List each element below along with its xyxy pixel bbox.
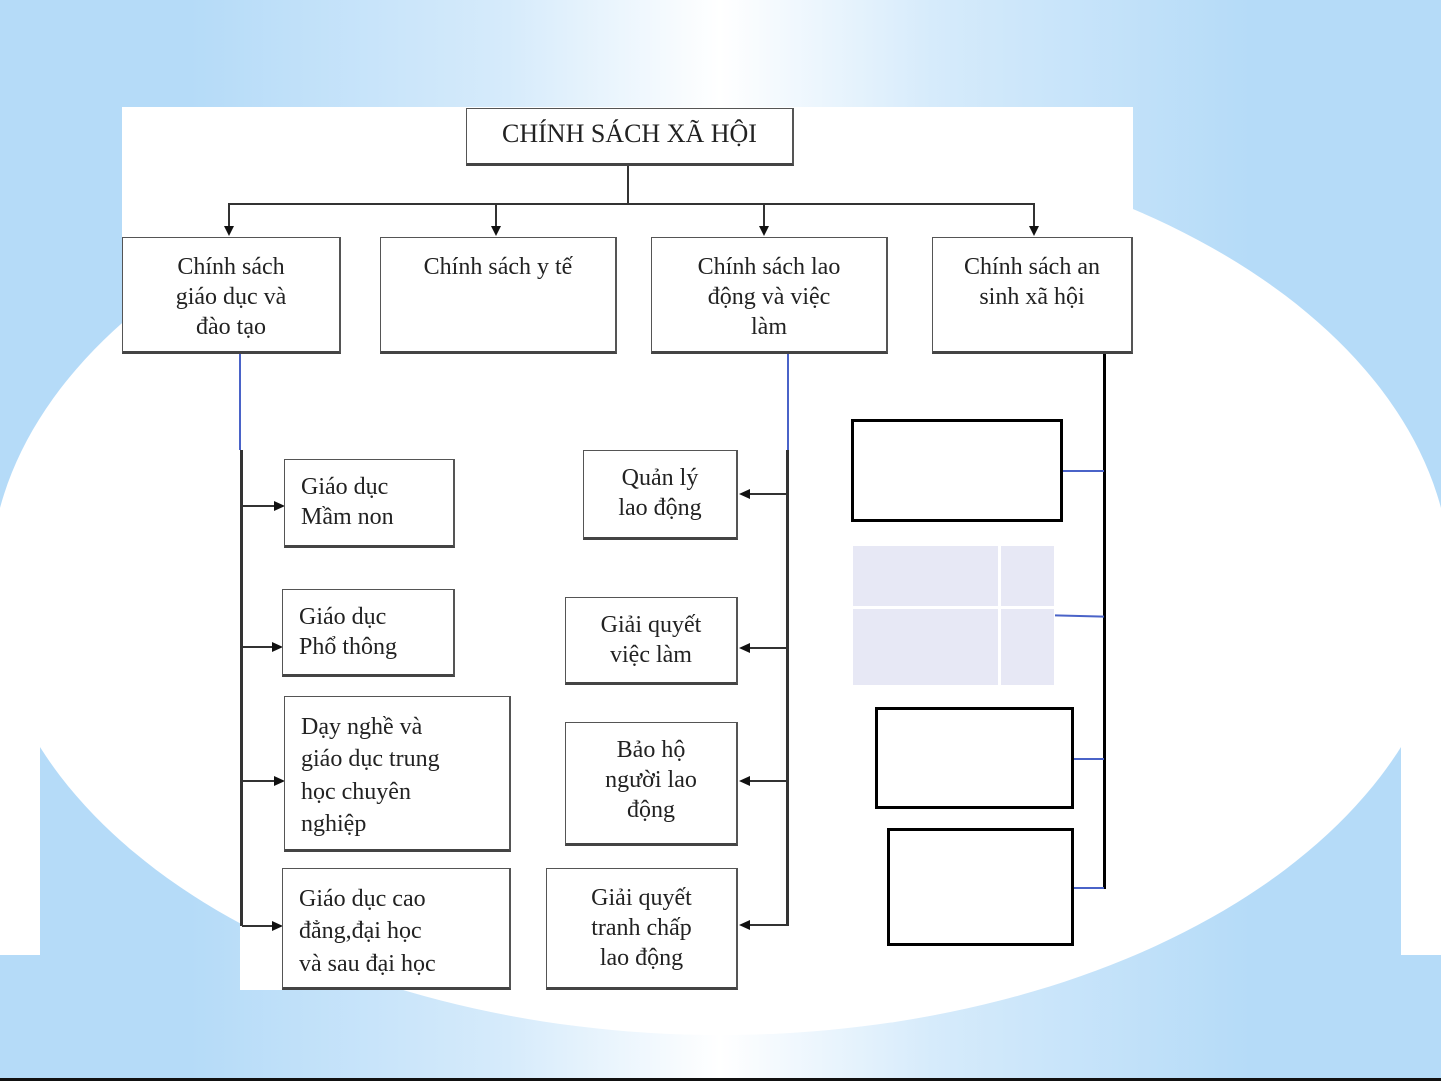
arrow-left-icon bbox=[739, 776, 750, 786]
social-branch-3 bbox=[1073, 758, 1104, 760]
education-item-preschool: Giáo dục Mầm non bbox=[284, 459, 455, 548]
education-branch-1 bbox=[242, 505, 276, 507]
social-bus-vertical bbox=[1103, 354, 1106, 889]
education-item-vocational: Dạy nghề và giáo dục trung học chuyên ng… bbox=[284, 696, 511, 852]
arrow-right-icon bbox=[274, 501, 285, 511]
arrow-left-icon bbox=[739, 920, 750, 930]
category-education: Chính sách giáo dục và đào tạo bbox=[122, 237, 341, 354]
category-social-security: Chính sách an sinh xã hội bbox=[932, 237, 1133, 354]
labor-item-employment: Giải quyết việc làm bbox=[565, 597, 738, 685]
education-branch-4 bbox=[242, 925, 274, 927]
table-cell bbox=[853, 546, 998, 606]
category-labor: Chính sách lao động và việc làm bbox=[651, 237, 888, 354]
connector-cat-4 bbox=[1033, 203, 1035, 227]
slide-bottom-border bbox=[0, 1078, 1441, 1081]
education-connector-blue bbox=[239, 354, 241, 450]
education-item-higher: Giáo dục cao đẳng,đại học và sau đại học bbox=[282, 868, 511, 990]
labor-branch-3 bbox=[750, 780, 787, 782]
arrow-down-icon bbox=[224, 226, 234, 236]
background-band-left bbox=[0, 595, 40, 955]
education-branch-2 bbox=[242, 646, 274, 648]
table-cell bbox=[1001, 546, 1054, 606]
social-item-1-empty bbox=[851, 419, 1063, 522]
social-item-2-table bbox=[853, 546, 1055, 685]
labor-item-management: Quản lý lao động bbox=[583, 450, 738, 540]
arrow-right-icon bbox=[272, 921, 283, 931]
social-branch-4 bbox=[1073, 887, 1104, 889]
category-bus-horizontal bbox=[228, 203, 1035, 205]
arrow-right-icon bbox=[274, 776, 285, 786]
labor-branch-1 bbox=[750, 493, 787, 495]
social-item-3-empty bbox=[875, 707, 1074, 809]
root-node: CHÍNH SÁCH XÃ HỘI bbox=[466, 108, 794, 166]
table-cell bbox=[853, 609, 998, 685]
education-item-general: Giáo dục Phổ thông bbox=[282, 589, 455, 677]
labor-branch-2 bbox=[750, 647, 787, 649]
table-cell bbox=[1001, 609, 1054, 685]
category-health: Chính sách y tế bbox=[380, 237, 617, 354]
connector-cat-1 bbox=[228, 203, 230, 227]
arrow-down-icon bbox=[1029, 226, 1039, 236]
root-connector-vertical bbox=[627, 166, 629, 204]
arrow-down-icon bbox=[491, 226, 501, 236]
labor-connector-blue bbox=[787, 354, 789, 450]
connector-cat-3 bbox=[763, 203, 765, 227]
labor-branch-4 bbox=[750, 924, 787, 926]
background-band-right bbox=[1401, 595, 1441, 955]
education-bus-vertical bbox=[240, 450, 243, 926]
social-branch-1 bbox=[1062, 470, 1104, 472]
arrow-right-icon bbox=[272, 642, 283, 652]
labor-item-disputes: Giải quyết tranh chấp lao động bbox=[546, 868, 738, 990]
labor-bus-vertical bbox=[786, 450, 789, 926]
arrow-down-icon bbox=[759, 226, 769, 236]
education-branch-3 bbox=[242, 780, 276, 782]
connector-cat-2 bbox=[495, 203, 497, 227]
arrow-left-icon bbox=[739, 489, 750, 499]
arrow-left-icon bbox=[739, 643, 750, 653]
social-item-4-empty bbox=[887, 828, 1074, 946]
labor-item-protection: Bảo hộ người lao động bbox=[565, 722, 738, 846]
